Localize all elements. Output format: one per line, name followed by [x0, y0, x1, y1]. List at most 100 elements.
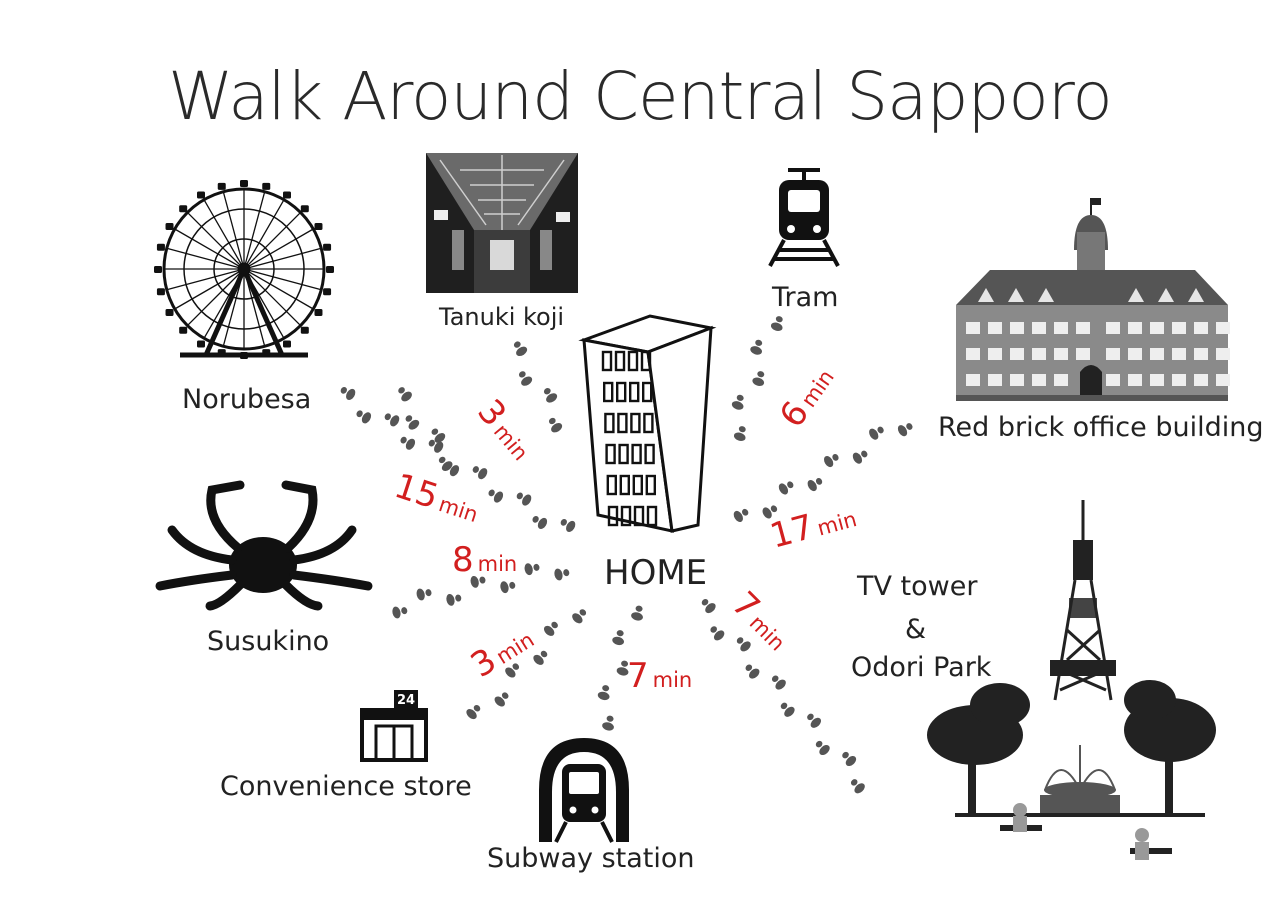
building-brick-window: [1172, 374, 1186, 386]
wheel-spoke: [174, 228, 245, 270]
building-window: [643, 412, 654, 434]
footprint: [553, 566, 571, 582]
building-window: [630, 412, 641, 434]
footprint: [707, 623, 727, 643]
wheel-gondola: [156, 243, 165, 251]
building-dormer: [1008, 288, 1024, 302]
wheel-spoke: [243, 268, 302, 327]
footprint: [353, 407, 373, 426]
footprint: [847, 776, 867, 796]
wheel-spoke: [243, 268, 322, 291]
wheel-gondola: [314, 223, 323, 230]
footprint: [492, 689, 512, 709]
footprint: [732, 424, 749, 443]
wheel-spoke: [243, 247, 322, 270]
wheel-spoke: [243, 228, 314, 270]
building-brick-window: [1150, 322, 1164, 334]
building-window: [620, 505, 632, 527]
building-window: [627, 350, 639, 372]
footprint: [395, 384, 414, 404]
footprint: [445, 591, 463, 607]
building-window: [619, 474, 630, 496]
building-brick-window: [1032, 348, 1046, 360]
wheel-gondola: [217, 182, 226, 190]
building-dormer: [1158, 288, 1174, 302]
footprint: [402, 412, 422, 432]
building-brick-window: [1032, 374, 1046, 386]
building-window: [604, 412, 615, 434]
wheel-gondola: [165, 223, 174, 230]
building-brick-window: [1216, 322, 1230, 334]
building-brick-window: [966, 322, 980, 334]
footprint: [415, 586, 433, 602]
footprint: [542, 618, 562, 638]
building-brick-window: [1194, 374, 1208, 386]
wheel-spoke: [243, 211, 302, 270]
wheel-spoke: [186, 268, 245, 327]
wheel-gondola: [323, 243, 332, 251]
building-dormer: [1038, 288, 1054, 302]
wheel-gondola: [326, 266, 334, 273]
label-odori-park: Odori Park: [851, 652, 992, 683]
label-home: HOME: [604, 553, 708, 593]
building-window: [645, 474, 656, 496]
footprint: [850, 447, 870, 466]
building-window: [603, 381, 614, 403]
footprint: [769, 314, 786, 333]
building-window: [631, 443, 642, 465]
footprint: [751, 369, 768, 388]
building-brick-window: [1172, 322, 1186, 334]
wheel-gondola: [197, 191, 205, 199]
footprint: [338, 383, 358, 402]
footprint: [776, 478, 796, 497]
footprint: [698, 595, 718, 616]
wheel-gondola: [314, 309, 323, 316]
building-window: [617, 412, 628, 434]
footprint: [570, 606, 590, 626]
wheel-spoke: [166, 247, 245, 270]
building-window: [618, 443, 629, 465]
building-brick-window: [1128, 374, 1142, 386]
footprint: [611, 628, 627, 647]
building-brick-window: [1032, 322, 1046, 334]
footprint: [742, 661, 762, 681]
footprint: [896, 419, 916, 438]
footprint: [601, 714, 617, 732]
home-building-icon: [578, 314, 717, 533]
building-window: [633, 505, 645, 527]
building-brick-window: [1054, 348, 1068, 360]
wheel-spoke: [186, 211, 245, 270]
building-brick-window: [1216, 374, 1230, 386]
footprint: [839, 748, 859, 769]
building-brick-window: [1150, 348, 1164, 360]
store-24-badge: 24: [397, 693, 415, 708]
building-window: [642, 381, 653, 403]
building-brick-window: [1150, 374, 1164, 386]
building-dormer: [978, 288, 994, 302]
footprint: [470, 462, 490, 481]
building-brick-window: [1010, 348, 1024, 360]
building-brick-window: [1054, 322, 1068, 334]
tv-tower-park-icon: [927, 500, 1216, 860]
building-dormer: [1188, 288, 1204, 302]
label-tv-tower: TV tower: [857, 571, 978, 602]
label-norubesa: Norubesa: [182, 384, 312, 415]
building-window: [614, 350, 626, 372]
footprint: [822, 450, 842, 469]
building-brick-window: [1194, 322, 1208, 334]
building-window: [606, 474, 617, 496]
footprint: [464, 701, 484, 722]
footprint: [730, 393, 747, 412]
wheel-gondola: [197, 340, 205, 348]
wheel-spoke: [222, 191, 245, 270]
building-window: [601, 350, 613, 372]
building-window: [640, 350, 652, 372]
building-window: [629, 381, 640, 403]
footprint: [529, 512, 549, 531]
footprint: [510, 338, 529, 358]
footprint: [540, 385, 559, 405]
wheel-spoke: [243, 191, 266, 270]
